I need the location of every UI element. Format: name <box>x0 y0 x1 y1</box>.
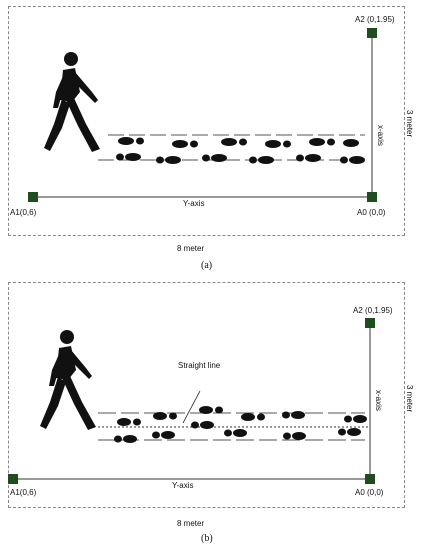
anchor-a2-label: A2 (0,1.95) <box>353 306 393 315</box>
footprints-upper <box>117 406 367 426</box>
height-dimension-label: 3 meter <box>405 110 414 138</box>
anchor-a0-label: A0 (0,0) <box>355 488 384 497</box>
anchor-a1-label: A1(0,6) <box>10 208 37 217</box>
x-axis-label: x-axis <box>376 125 385 146</box>
panel-caption: (a) <box>201 260 213 271</box>
straight-line-pointer <box>182 390 201 424</box>
straight-line-label: Straight line <box>178 361 221 370</box>
y-axis-label: Y-axis <box>172 481 194 490</box>
panel-a: A2 (0,1.95) A1(0,6) A0 (0,0) Y-axis x-ax… <box>8 6 414 271</box>
anchor-a2 <box>367 28 377 38</box>
walking-person-icon <box>40 330 96 430</box>
footprints-top-row <box>118 137 359 148</box>
width-dimension-label: 8 meter <box>177 244 205 253</box>
y-axis-label: Y-axis <box>183 199 205 208</box>
anchor-a0-label: A0 (0,0) <box>357 208 386 217</box>
width-dimension-label: 8 meter <box>177 519 205 528</box>
panel-b: Straight line A2 (0,1.95) A1(0,6) A0 (0,… <box>0 275 421 550</box>
anchor-a2-label: A2 (0,1.95) <box>355 15 395 24</box>
anchor-a1-label: A1(0,6) <box>10 488 37 497</box>
panel-b-drawing <box>8 318 375 484</box>
footprints-bottom-row <box>116 153 365 164</box>
panel-a-drawing <box>28 28 377 202</box>
anchor-a0 <box>367 192 377 202</box>
anchor-a2 <box>365 318 375 328</box>
x-axis-label: x-axis <box>374 390 383 411</box>
room-boundary <box>8 6 405 236</box>
walking-person-icon <box>44 52 100 152</box>
anchor-a1 <box>28 192 38 202</box>
panel-caption: (b) <box>201 533 213 544</box>
anchor-a0 <box>365 474 375 484</box>
room-boundary <box>8 282 405 508</box>
height-dimension-label: 3 meter <box>405 385 414 413</box>
anchor-a1 <box>8 474 18 484</box>
footprints-lower <box>114 421 361 443</box>
